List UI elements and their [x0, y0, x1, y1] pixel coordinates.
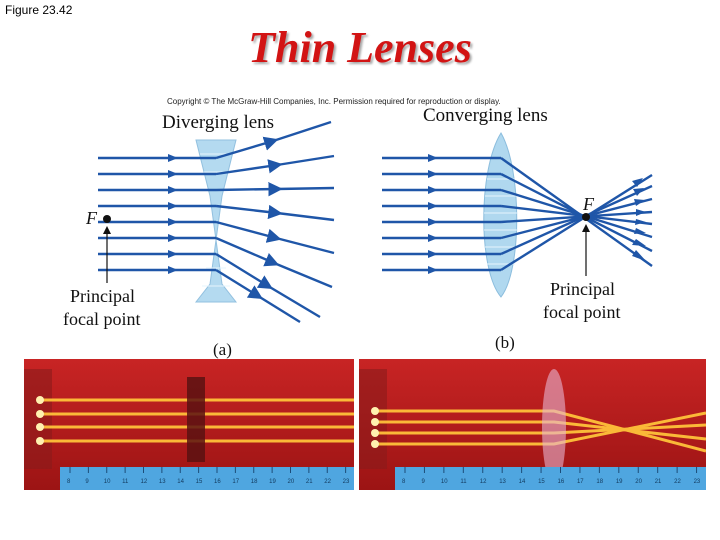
panel-label-b: (b) [495, 333, 515, 353]
ruler-number: 11 [460, 479, 467, 485]
diverging-incoming-rays [98, 158, 216, 270]
ruler-number: 12 [480, 479, 487, 485]
diverging-focal-label-line2: focal point [63, 309, 140, 330]
ruler-number: 20 [288, 479, 295, 485]
converging-focal-point [582, 213, 590, 276]
ruler-number: 16 [214, 479, 221, 485]
ruler-number: 12 [141, 479, 148, 485]
converging-focal-symbol: F [583, 194, 594, 215]
ruler-number: 16 [558, 479, 565, 485]
ruler-number: 19 [269, 479, 276, 485]
diverging-focal-label-line1: Principal [70, 286, 135, 307]
ruler-number: 14 [519, 479, 526, 485]
diverging-lens-title: Diverging lens [162, 112, 274, 134]
ruler-number: 19 [616, 479, 623, 485]
converging-outgoing-rays [501, 158, 652, 270]
converging-incoming-arrowheads [428, 154, 438, 274]
ruler-number: 13 [499, 479, 506, 485]
ruler-number: 21 [306, 479, 313, 485]
ruler-number: 17 [232, 479, 239, 485]
diverging-outgoing-rays [216, 122, 334, 322]
panel-label-a: (a) [213, 340, 232, 360]
ruler-number: 18 [596, 479, 603, 485]
ruler-number: 10 [441, 479, 448, 485]
converging-focal-label-line2: focal point [543, 302, 620, 323]
ruler-number: 22 [674, 479, 681, 485]
ruler-number: 14 [177, 479, 184, 485]
ruler-number: 15 [538, 479, 545, 485]
ruler-number: 20 [635, 479, 642, 485]
ruler-number: 17 [577, 479, 584, 485]
diverging-focal-symbol: F [86, 208, 97, 229]
ruler-number: 18 [251, 479, 258, 485]
ruler-number: 23 [694, 479, 701, 485]
ruler-number: 13 [159, 479, 166, 485]
ruler-number: 23 [343, 479, 350, 485]
diverging-focal-point [103, 215, 111, 283]
converging-lens-title: Converging lens [423, 105, 548, 127]
ruler-number: 15 [196, 479, 203, 485]
ruler-number: 21 [655, 479, 662, 485]
converging-focal-label-line1: Principal [550, 279, 615, 300]
ruler-number: 11 [122, 479, 129, 485]
ruler-number: 22 [324, 479, 331, 485]
converging-incoming-rays [382, 158, 501, 270]
diverging-incoming-arrowheads [168, 154, 178, 274]
ruler-number: 10 [104, 479, 111, 485]
